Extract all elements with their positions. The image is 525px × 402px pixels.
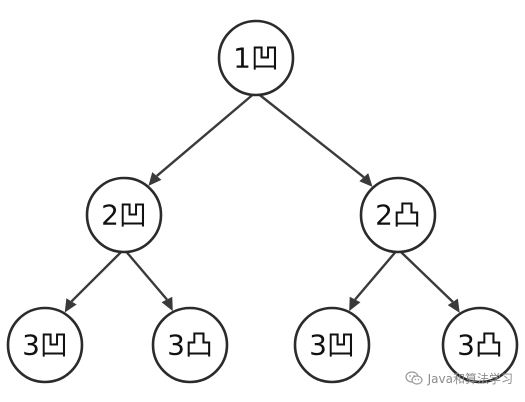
node-circle [293,306,371,384]
edge-root-r [258,94,365,179]
edge-l-ll [70,251,122,303]
tree-node-lr: 3凸 [151,306,229,384]
edge-root-l [156,94,254,177]
edge-l-lr [125,251,168,301]
tree-node-rr: 3凸 [441,306,519,384]
node-label: 2凹 [101,199,147,232]
node-label: 3凹 [22,329,68,362]
wechat-icon [405,371,423,385]
edge-r-rr [400,251,454,303]
tree-node-root: 1凹 [217,19,295,97]
edge-r-rl [354,251,397,301]
arrowhead-root-l [148,172,162,186]
node-circle [217,19,295,97]
arrowhead-r-rl [349,296,361,312]
node-label: 3凸 [457,329,503,362]
node-label: 3凹 [309,329,355,362]
edges-layer [64,94,460,313]
tree-node-l: 2凹 [85,176,163,254]
node-circle [359,176,437,254]
arrowhead-r-rr [447,298,460,313]
tree-node-r: 2凸 [359,176,437,254]
node-circle [151,306,229,384]
node-circle [85,176,163,254]
arrowhead-l-lr [161,296,173,312]
node-label: 3凸 [167,329,213,362]
watermark-text: Java和算法学习 [427,371,513,386]
node-label: 2凸 [375,199,421,232]
nodes-layer: 1凹 2凹 2凸 3凹 3凸 3凹 3凸 [6,19,519,384]
node-circle [441,306,519,384]
arrowhead-l-ll [64,298,77,313]
node-circle [6,306,84,384]
tree-node-rl: 3凹 [293,306,371,384]
watermark: Java和算法学习 [405,368,513,388]
arrowhead-root-r [359,173,373,187]
node-label: 1凹 [233,42,279,75]
tree-node-ll: 3凹 [6,306,84,384]
